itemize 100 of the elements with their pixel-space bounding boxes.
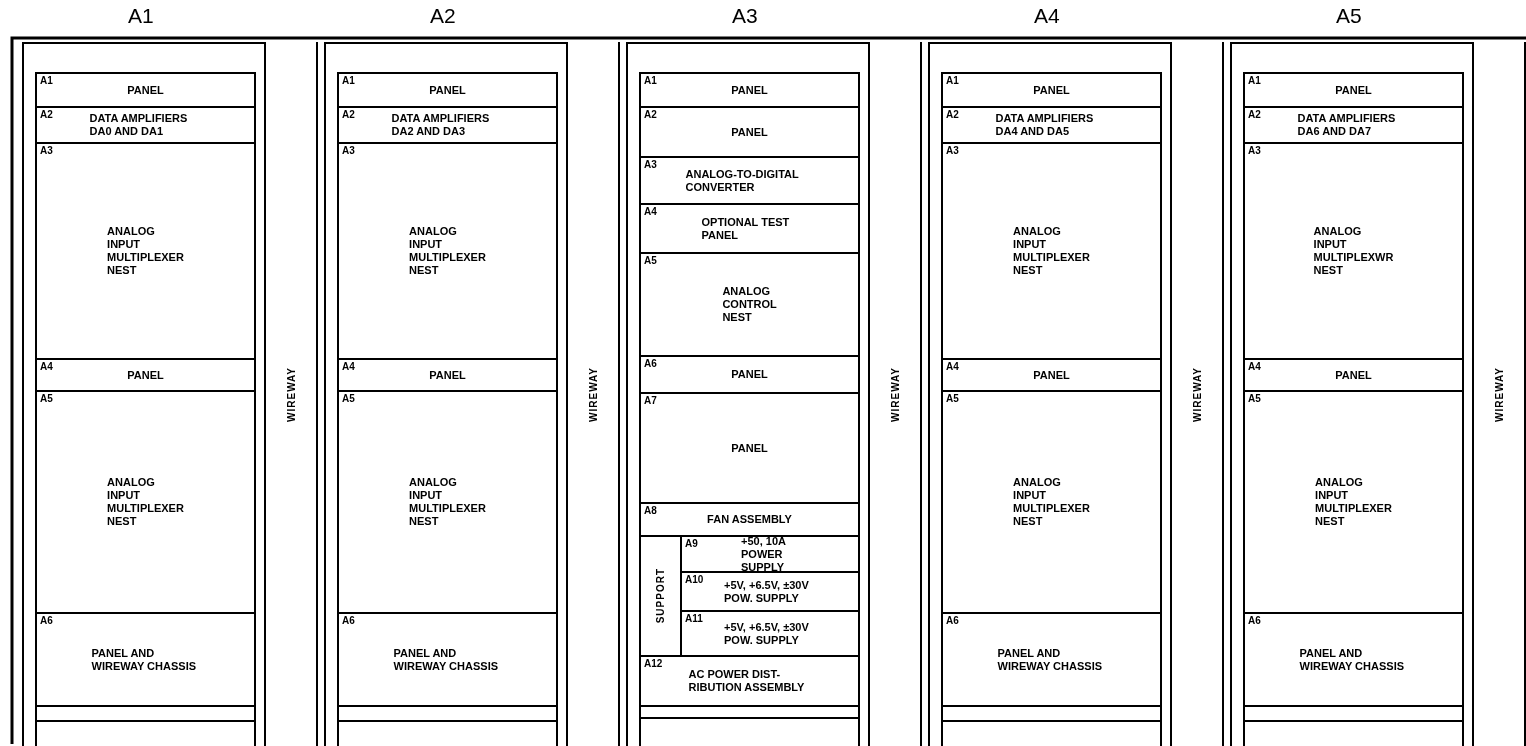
module-slot <box>639 655 860 707</box>
slot-designator: A5 <box>644 255 657 267</box>
wireway-label: WIREWAY <box>587 366 599 422</box>
module-name: PANEL <box>127 83 164 97</box>
slot-designator: A6 <box>40 615 53 627</box>
slot-designator: A2 <box>946 109 959 121</box>
module-slot <box>639 106 860 158</box>
module-name: PANEL <box>731 125 768 139</box>
module-name: DATA AMPLIFIERS DA0 AND DA1 <box>89 112 189 138</box>
module-slot <box>1243 390 1464 614</box>
slot-designator: A6 <box>342 615 355 627</box>
slot-designator: A3 <box>342 145 355 157</box>
module-slot <box>941 612 1162 707</box>
module-name: PANEL <box>429 83 466 97</box>
module-slot <box>941 358 1162 392</box>
module-name: FAN ASSEMBLY <box>707 513 792 526</box>
slot-designator: A3 <box>946 145 959 157</box>
module-name: ANALOG INPUT MULTIPLEXER NEST <box>1013 225 1090 277</box>
slot-designator: A5 <box>342 393 355 405</box>
slot-designator: A5 <box>1248 393 1261 405</box>
module-name: PANEL <box>1033 368 1070 382</box>
slot-designator: A11 <box>685 613 703 625</box>
module-name: PANEL AND WIREWAY CHASSIS <box>1299 646 1406 673</box>
slot-designator: A7 <box>644 395 657 407</box>
module-name: ANALOG-TO-DIGITAL CONVERTER <box>685 167 800 194</box>
slot-designator: A1 <box>40 75 53 87</box>
module-name: PANEL AND WIREWAY CHASSIS <box>393 646 500 673</box>
module-name: +5V, +6.5V, ±30V POW. SUPPLY <box>723 620 810 647</box>
module-name: OPTIONAL TEST PANEL <box>701 215 791 242</box>
blank-slot <box>35 720 256 746</box>
module-name: ANALOG INPUT MULTIPLEXER NEST <box>1013 476 1090 528</box>
blank-slot <box>941 720 1162 746</box>
slot-designator: A6 <box>644 358 657 370</box>
cabinet-label: A1 <box>128 4 154 28</box>
module-slot <box>941 142 1162 360</box>
slot-designator: A6 <box>1248 615 1261 627</box>
slot-designator: A2 <box>342 109 355 121</box>
module-slot <box>639 252 860 357</box>
module-name: DATA AMPLIFIERS DA6 AND DA7 <box>1297 112 1397 138</box>
module-name: ANALOG INPUT MULTIPLEXWR NEST <box>1313 225 1394 277</box>
cabinet-label: A2 <box>430 4 456 28</box>
slot-designator: A4 <box>946 361 959 373</box>
module-name: ANALOG INPUT MULTIPLEXER NEST <box>1315 476 1392 528</box>
module-name: ANALOG CONTROL NEST <box>722 285 777 324</box>
module-slot <box>35 142 256 360</box>
slot-designator: A12 <box>644 658 663 670</box>
slot-designator: A9 <box>685 538 698 550</box>
module-name: SUPPORT <box>655 568 666 624</box>
module-name: ANALOG INPUT MULTIPLEXER NEST <box>409 225 486 277</box>
module-name: PANEL <box>731 368 768 381</box>
module-slot <box>35 72 256 108</box>
module-slot <box>35 106 256 144</box>
module-slot <box>337 390 558 614</box>
module-slot <box>639 156 860 205</box>
module-name: PANEL <box>1335 368 1372 382</box>
module-name: PANEL <box>127 368 164 382</box>
module-name: DATA AMPLIFIERS DA2 AND DA3 <box>391 112 491 138</box>
module-slot <box>35 358 256 392</box>
wireway-label: WIREWAY <box>1493 366 1505 422</box>
module-name: ANALOG INPUT MULTIPLEXER NEST <box>409 476 486 528</box>
module-slot <box>1243 612 1464 707</box>
module-name: +5V, +6.5V, ±30V POW. SUPPLY <box>723 578 810 605</box>
slot-designator: A8 <box>644 505 657 517</box>
module-name: DATA AMPLIFIERS DA4 AND DA5 <box>995 112 1095 138</box>
module-name: PANEL <box>731 441 768 455</box>
blank-slot <box>1243 720 1464 746</box>
slot-designator: A4 <box>40 361 53 373</box>
module-name: PANEL AND WIREWAY CHASSIS <box>91 646 198 673</box>
module-name: ANALOG INPUT MULTIPLEXER NEST <box>107 476 184 528</box>
module-name: PANEL <box>429 368 466 382</box>
slot-designator: A1 <box>644 75 657 87</box>
module-slot <box>337 142 558 360</box>
slot-designator: A1 <box>342 75 355 87</box>
cabinet-label: A3 <box>732 4 758 28</box>
module-name: PANEL <box>731 83 768 97</box>
cabinet-label: A4 <box>1034 4 1060 28</box>
wireway-label: WIREWAY <box>285 366 297 422</box>
module-name: PANEL AND WIREWAY CHASSIS <box>997 646 1104 673</box>
module-slot <box>639 72 860 108</box>
slot-designator: A3 <box>40 145 53 157</box>
slot-designator: A4 <box>342 361 355 373</box>
module-slot <box>941 72 1162 108</box>
module-slot <box>1243 106 1464 144</box>
slot-designator: A4 <box>644 206 657 218</box>
module-name: PANEL <box>1033 83 1070 97</box>
cabinet-label: A5 <box>1336 4 1362 28</box>
module-slot <box>639 502 860 537</box>
module-name: PANEL <box>1335 83 1372 97</box>
module-slot <box>941 390 1162 614</box>
slot-designator: A1 <box>946 75 959 87</box>
module-slot <box>639 203 860 254</box>
module-slot <box>1243 72 1464 108</box>
module-name: +50, 10A POWER SUPPLY <box>740 534 787 574</box>
module-slot <box>35 612 256 707</box>
module-slot <box>639 392 860 504</box>
module-slot <box>639 355 860 394</box>
module-slot <box>337 358 558 392</box>
slot-designator: A2 <box>40 109 53 121</box>
slot-designator: A2 <box>644 109 657 121</box>
slot-designator: A4 <box>1248 361 1261 373</box>
